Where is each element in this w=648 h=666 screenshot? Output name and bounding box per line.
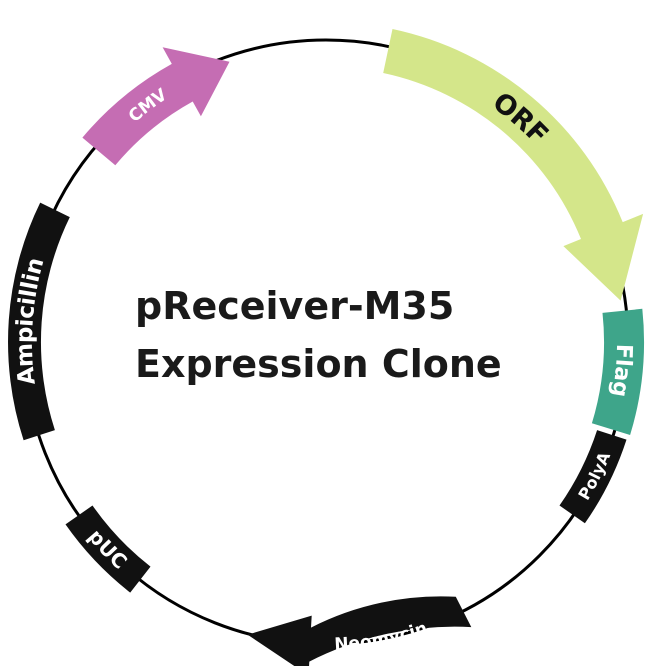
feature-ampicillin: Ampicillin [8, 202, 70, 441]
plasmid-title-line1: pReceiver-M35 [135, 284, 454, 328]
puc-box [65, 505, 151, 593]
flag-box [591, 308, 645, 435]
flag-label: Flag [607, 344, 637, 399]
feature-polya: PolyA [559, 430, 627, 524]
feature-flag: Flag [591, 308, 645, 435]
cmv-arrow [82, 47, 230, 166]
orf-arrow [383, 29, 644, 301]
feature-puc: pUC [65, 505, 151, 593]
feature-cmv: CMV [82, 47, 230, 166]
ampicillin-box [8, 202, 70, 441]
feature-orf: ORF [383, 29, 644, 301]
feature-neomycin: Neomycin [247, 596, 472, 666]
neomycin-arrow [247, 596, 472, 666]
plasmid-title-line2: Expression Clone [135, 342, 502, 386]
polya-box [559, 430, 627, 524]
